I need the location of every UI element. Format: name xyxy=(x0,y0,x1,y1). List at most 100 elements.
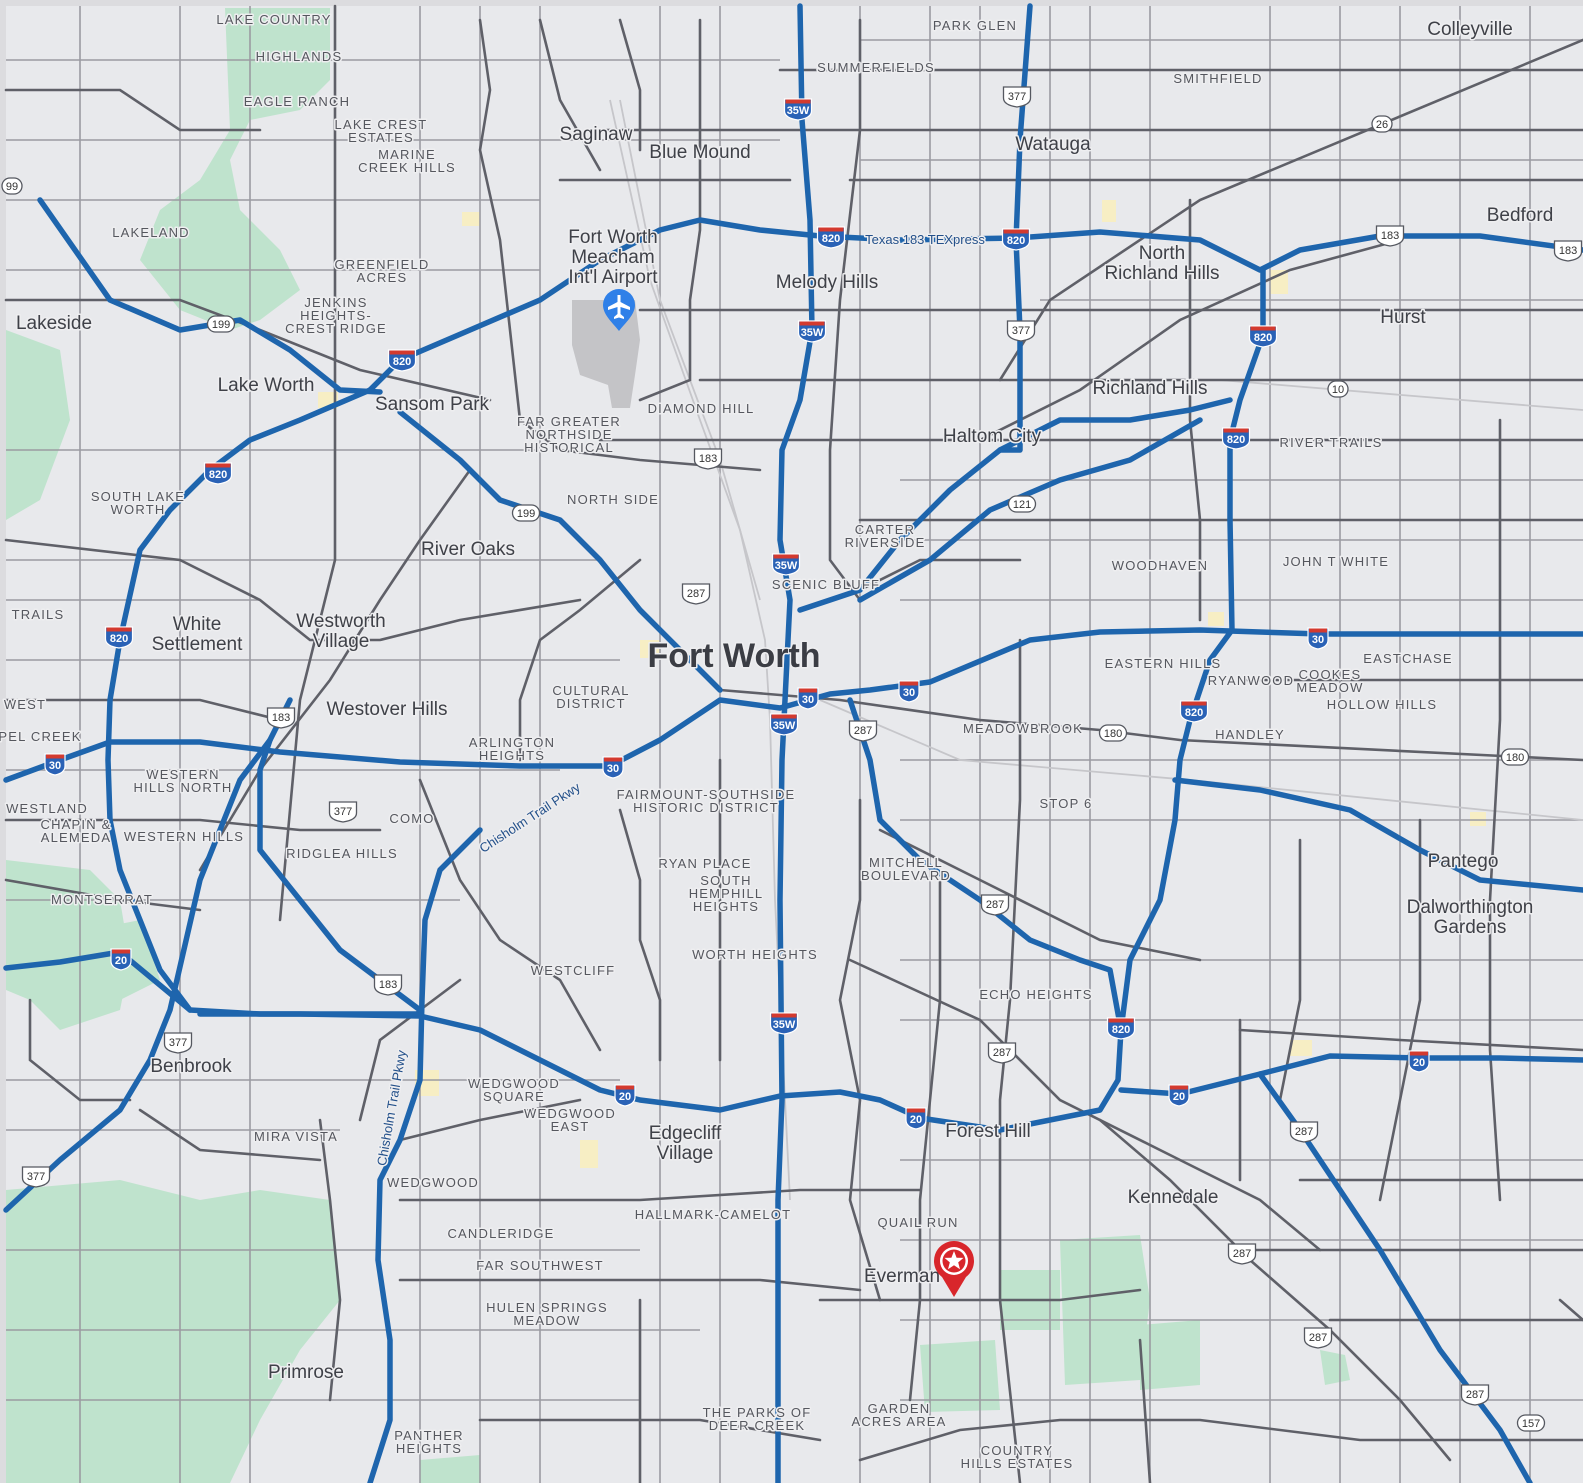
neighborhood-label-line: FAIRMOUNT-SOUTHSIDE xyxy=(617,787,796,802)
neighborhood-label-line: RIDGLEA HILLS xyxy=(286,846,398,861)
city-label: Saginaw xyxy=(560,124,633,145)
state-route-shield-icon: 199 xyxy=(206,315,236,333)
neighborhood-label-line: MIRA VISTA xyxy=(254,1129,338,1144)
neighborhood-label-line: JENKINS xyxy=(304,295,367,310)
neighborhood-label: LAKE COUNTRY xyxy=(216,12,331,27)
shield-number: 820 xyxy=(1007,235,1025,247)
shield-number: 183 xyxy=(379,979,397,991)
shield-number: 820 xyxy=(1254,332,1272,344)
neighborhood-label-line: DISTRICT xyxy=(556,696,626,711)
neighborhood-label: WEDGWOOD xyxy=(387,1175,479,1190)
neighborhood-label: SMITHFIELD xyxy=(1173,71,1262,86)
neighborhood-label-line: ALEMEDA xyxy=(41,830,112,845)
neighborhood-label-line: HILLS NORTH xyxy=(134,780,233,795)
interstate-shield-icon: 30 xyxy=(44,753,66,776)
neighborhood-label-line: COOKES xyxy=(1299,667,1362,682)
state-route-shield-icon: 26 xyxy=(1371,115,1393,133)
neighborhood-label: RYANWOOD xyxy=(1208,673,1294,688)
neighborhood-label: MIRA VISTA xyxy=(254,1129,338,1144)
neighborhood-label-line: MEADOWBROOK xyxy=(963,721,1083,736)
neighborhood-label-line: GARDEN xyxy=(868,1401,931,1416)
interstate-shield-icon: 20 xyxy=(614,1084,636,1107)
neighborhood-label-line: HEIGHTS xyxy=(396,1441,462,1456)
interstate-shield-icon: 20 xyxy=(905,1107,927,1130)
city-label: Lakeside xyxy=(16,313,92,334)
airport-marker[interactable] xyxy=(603,289,635,331)
us-route-shield-icon: 183 xyxy=(1375,225,1405,247)
city-label: Benbrook xyxy=(150,1056,232,1077)
star-marker-icon xyxy=(944,1251,964,1270)
city-label: Bedford xyxy=(1487,205,1554,226)
interstate-shield-icon: 820 xyxy=(1248,325,1278,348)
city-label-line: Meacham xyxy=(571,247,654,268)
neighborhood-label-line: CREEK HILLS xyxy=(358,160,456,175)
shield-number: 99 xyxy=(6,181,18,193)
neighborhood-label-line: MITCHELL xyxy=(869,855,943,870)
city-label-line: Richland Hills xyxy=(1104,263,1219,284)
neighborhood-label: STOP 6 xyxy=(1040,796,1093,811)
neighborhood-label: JOHN T WHITE xyxy=(1283,554,1389,569)
neighborhood-label-line: HEIGHTS xyxy=(693,899,759,914)
city-label: Forest Hill xyxy=(945,1121,1031,1142)
shield-number: 820 xyxy=(822,233,840,245)
neighborhood-label-line: MONTSERRAT xyxy=(51,892,153,907)
interstate-shield-icon: 820 xyxy=(387,349,417,372)
neighborhood-label-line: CULTURAL xyxy=(552,683,629,698)
shield-number: 35W xyxy=(801,327,824,339)
neighborhood-label: MONTSERRAT xyxy=(51,892,153,907)
us-route-shield-icon: 377 xyxy=(1006,320,1036,342)
neighborhood-label-line: TRAILS xyxy=(12,607,65,622)
neighborhood-label: TRAILS xyxy=(12,607,65,622)
city-label: Blue Mound xyxy=(649,142,750,163)
shield-number: 20 xyxy=(1413,1057,1425,1069)
neighborhood-label-line: HILLS ESTATES xyxy=(961,1456,1074,1471)
city-label-line: Settlement xyxy=(152,634,244,655)
neighborhood-label-line: ESTATES xyxy=(348,130,414,145)
neighborhood-label-line: NORTHSIDE xyxy=(525,427,612,442)
us-route-shield-icon: 287 xyxy=(1227,1243,1257,1265)
neighborhood-label-line: HISTORICAL xyxy=(524,440,614,455)
neighborhood-label-line: RIVER TRAILS xyxy=(1279,435,1382,450)
neighborhood-label: RIDGLEA HILLS xyxy=(286,846,398,861)
neighborhood-label-line: WEST xyxy=(4,697,46,712)
shield-number: 157 xyxy=(1522,1418,1540,1430)
neighborhood-label-line: SOUTH LAKE xyxy=(91,489,185,504)
state-route-shield-icon: 99 xyxy=(1,177,23,195)
shield-number: 287 xyxy=(687,588,705,600)
us-route-shield-icon: 183 xyxy=(1553,240,1583,262)
map-border-left xyxy=(0,0,6,1483)
interstate-shield-icon: 20 xyxy=(1408,1050,1430,1073)
city-label-line: Gardens xyxy=(1434,917,1507,938)
neighborhood-label: MEADOWBROOK xyxy=(963,721,1083,736)
location-pin[interactable] xyxy=(934,1241,974,1297)
shield-number: 30 xyxy=(607,763,619,775)
city-label: Colleyville xyxy=(1427,19,1513,40)
state-route-shield-icon: 180 xyxy=(1500,748,1530,766)
neighborhood-label-line: MEADOW xyxy=(1296,680,1363,695)
shield-number: 287 xyxy=(986,899,1004,911)
neighborhood-label-line: WEDGWOOD xyxy=(468,1076,560,1091)
interstate-shield-icon: 30 xyxy=(797,687,819,710)
city-label: Melody Hills xyxy=(776,272,878,293)
city-label: Sansom Park xyxy=(375,394,490,415)
neighborhood-label-line: LAKE CREST xyxy=(335,117,428,132)
neighborhood-label-line: WESTLAND xyxy=(6,801,88,816)
neighborhood-label: EASTERN HILLS xyxy=(1105,656,1222,671)
neighborhood-label-line: WOODHAVEN xyxy=(1112,558,1209,573)
city-label: Hurst xyxy=(1380,307,1426,328)
neighborhood-label: WESTLAND xyxy=(6,801,88,816)
neighborhood-label: NORTH SIDE xyxy=(567,492,659,507)
interstate-shield-icon: 30 xyxy=(602,756,624,779)
shield-number: 287 xyxy=(1309,1332,1327,1344)
map-border xyxy=(0,0,1583,6)
us-route-shield-icon: 287 xyxy=(1303,1327,1333,1349)
